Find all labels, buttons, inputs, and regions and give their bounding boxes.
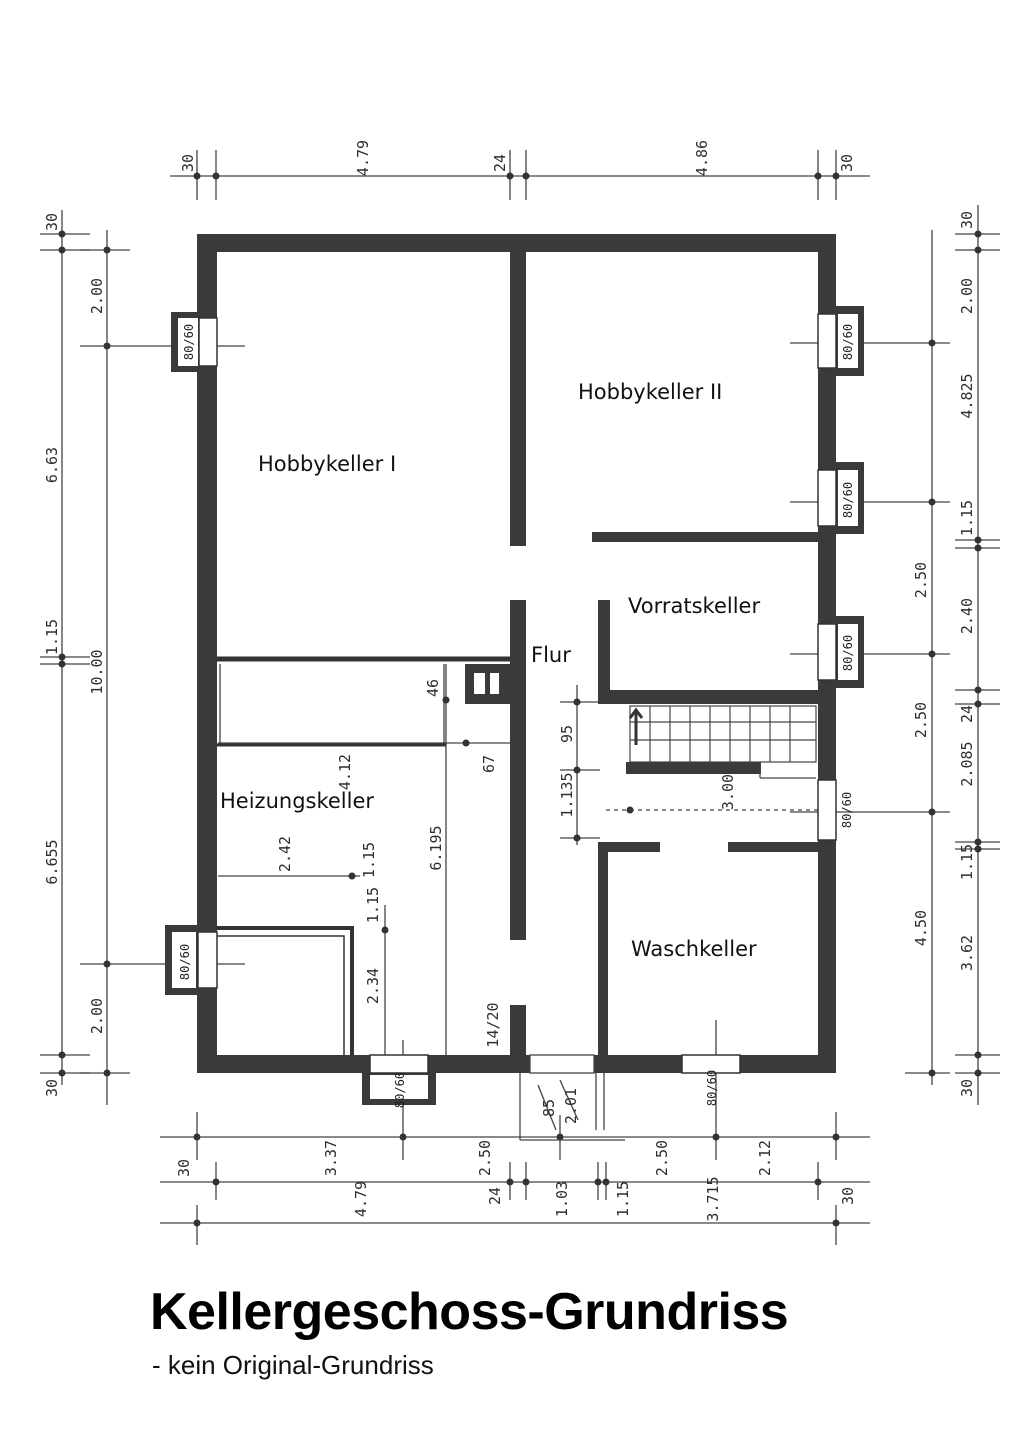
dim-label: 2.40: [958, 598, 976, 634]
dim-label: 30: [43, 213, 61, 231]
dimension-labels: 30 4.79 24 4.86 30 30 6.63 1.15 6.655 30…: [43, 140, 976, 1222]
dim-label: 30: [179, 154, 197, 172]
room-label-hobbykeller-2: Hobbykeller II: [578, 380, 722, 404]
dim-label: 3.37: [322, 1140, 340, 1176]
dim-label: 2.085: [958, 741, 976, 786]
dim-label: 2.34: [364, 968, 382, 1004]
dim-label: 1.15: [614, 1181, 632, 1217]
chimney: [474, 673, 499, 694]
dim-label: 2.50: [653, 1140, 671, 1176]
dim-label: 2.00: [88, 278, 106, 314]
dim-label: 4.86: [693, 140, 711, 176]
dim-label: 24: [486, 1187, 504, 1205]
dim-label: 95: [558, 725, 576, 743]
dim-label: 67: [480, 755, 498, 773]
dim-label: 1.15: [958, 500, 976, 536]
dim-label: 4.79: [354, 140, 372, 176]
dim-label: 6.655: [43, 839, 61, 884]
window-label: 80/60: [705, 1070, 719, 1106]
dim-label: 2.50: [912, 702, 930, 738]
dim-label: 14/20: [484, 1002, 502, 1047]
dim-label: 30: [839, 1187, 857, 1205]
page-title: Kellergeschoss-Grundriss: [150, 1283, 789, 1341]
room-label-heizungskeller: Heizungskeller: [220, 789, 374, 813]
window-left-bottom: 80/60: [165, 925, 218, 995]
dim-label: 1.135: [558, 772, 576, 817]
window-bottom-right: 80/60: [681, 1054, 741, 1106]
staircase: [629, 705, 817, 779]
window-label: 80/60: [841, 635, 855, 671]
dim-label: 2.00: [958, 278, 976, 314]
dim-label: 1.15: [43, 619, 61, 655]
room-label-flur: Flur: [531, 643, 571, 667]
dim-label: 3.715: [704, 1176, 722, 1221]
dim-label: 4.825: [958, 373, 976, 418]
window-label: 80/60: [841, 482, 855, 518]
window-right-stair: 80/60: [817, 779, 854, 841]
window-label: 80/60: [182, 324, 196, 360]
window-right-mid: 80/60: [817, 462, 864, 534]
dim-label: 2.00: [88, 998, 106, 1034]
dim-label: 1.15: [360, 842, 378, 878]
thin-partitions: [217, 656, 510, 1055]
dim-label: 30: [958, 1079, 976, 1097]
dim-label: 6.63: [43, 447, 61, 483]
dim-label: 30: [838, 154, 856, 172]
dim-label: 3.62: [958, 935, 976, 971]
dim-label: 2.01: [562, 1088, 580, 1124]
window-bottom-left: 80/60: [362, 1054, 436, 1108]
window-right-top: 80/60: [817, 306, 864, 376]
dim-label: 2.50: [476, 1140, 494, 1176]
dim-label: 6.195: [427, 825, 445, 870]
entrance: [519, 1054, 625, 1141]
dim-label: 2.42: [276, 836, 294, 872]
dim-label: 1.15: [364, 887, 382, 923]
window-label: 80/60: [841, 324, 855, 360]
room-label-waschkeller: Waschkeller: [631, 937, 757, 961]
dim-label: 4.12: [336, 754, 354, 790]
dim-label: 4.79: [352, 1181, 370, 1217]
dim-label: 2.50: [912, 562, 930, 598]
window-label: 80/60: [393, 1072, 407, 1108]
window-right-vorrat: 80/60: [817, 616, 864, 688]
window-left-top: 80/60: [171, 312, 218, 372]
stair-arrow-icon: [628, 707, 644, 745]
dim-label: 1.15: [958, 844, 976, 880]
dim-label: 30: [958, 211, 976, 229]
dim-label: 10.00: [88, 649, 106, 694]
room-label-hobbykeller-1: Hobbykeller I: [258, 452, 396, 476]
page-subtitle: - kein Original-Grundriss: [152, 1350, 434, 1380]
room-label-vorratskeller: Vorratskeller: [628, 594, 760, 618]
window-label: 80/60: [178, 944, 192, 980]
dim-label: 85: [540, 1099, 558, 1117]
dim-label: 24: [958, 705, 976, 723]
dim-label: 3.00: [719, 774, 737, 810]
dim-label: 30: [43, 1079, 61, 1097]
dim-label: 1.03: [553, 1181, 571, 1217]
dim-label: 2.12: [756, 1140, 774, 1176]
dim-label: 30: [175, 1159, 193, 1177]
window-label: 80/60: [840, 792, 854, 828]
dim-label: 46: [424, 679, 442, 697]
dimension-ticks: [58, 172, 982, 1227]
dim-label: 4.50: [912, 910, 930, 946]
dim-label: 24: [491, 154, 509, 172]
